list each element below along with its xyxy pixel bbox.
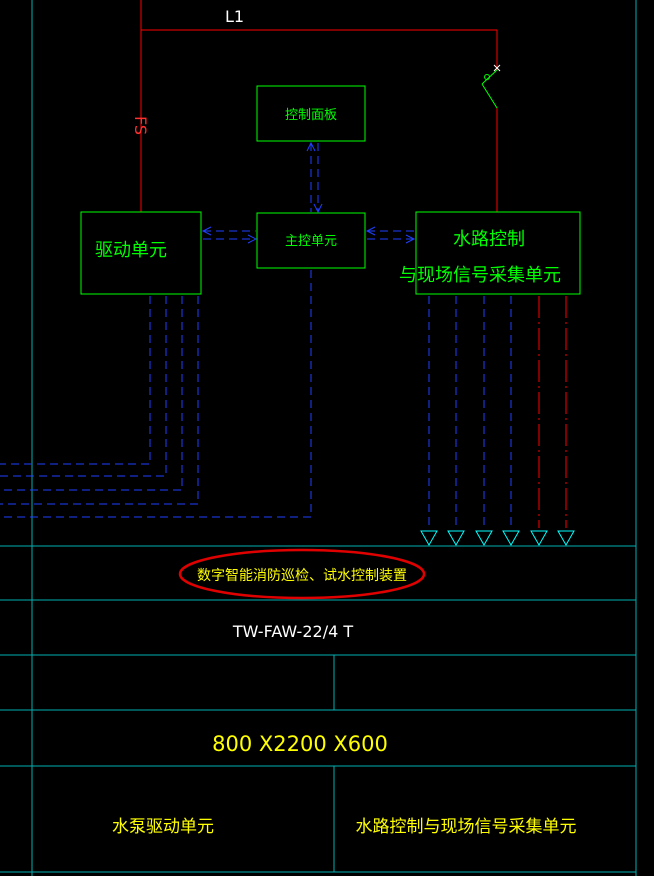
terminal-marker	[557, 530, 575, 547]
water-control-unit-label: 水路控制与现场信号采集单元	[356, 817, 577, 837]
device-name-highlight	[178, 548, 426, 600]
fs-label: FS	[131, 116, 150, 135]
interconnect-arrows	[201, 141, 416, 244]
device-name: 数字智能消防巡检、试水控制装置	[197, 568, 407, 584]
water-control-label-1: 水路控制	[453, 229, 525, 250]
control-panel-label: 控制面板	[285, 108, 337, 123]
main-control-block	[256, 212, 366, 269]
terminal-marker	[447, 530, 465, 547]
cabinet-dimensions: 800 X2200 X600	[212, 732, 388, 756]
water-control-block	[415, 211, 581, 295]
main-control-label: 主控单元	[285, 234, 337, 249]
drive-output-cables	[0, 270, 312, 518]
model-number: TW-FAW-22/4 T	[232, 622, 353, 641]
terminal-marker	[530, 530, 548, 547]
interconnect-signal-lines	[203, 143, 414, 240]
terminal-markers	[420, 530, 575, 547]
line-label-l1: L1	[225, 7, 244, 26]
pump-drive-unit-label: 水泵驱动单元	[112, 817, 214, 837]
drive-unit-block	[80, 211, 202, 295]
control-panel-block	[256, 85, 366, 142]
drive-unit-label: 驱动单元	[95, 240, 167, 261]
terminal-marker	[502, 530, 520, 547]
power-line-l1	[140, 0, 498, 212]
terminal-marker	[420, 530, 438, 547]
water-output-power-lines	[538, 296, 567, 528]
water-output-signal-lines	[428, 296, 512, 528]
water-control-label-2: 与现场信号采集单元	[399, 265, 561, 286]
title-block-grid	[0, 545, 636, 873]
switch-icon	[481, 64, 501, 109]
terminal-marker	[475, 530, 493, 547]
